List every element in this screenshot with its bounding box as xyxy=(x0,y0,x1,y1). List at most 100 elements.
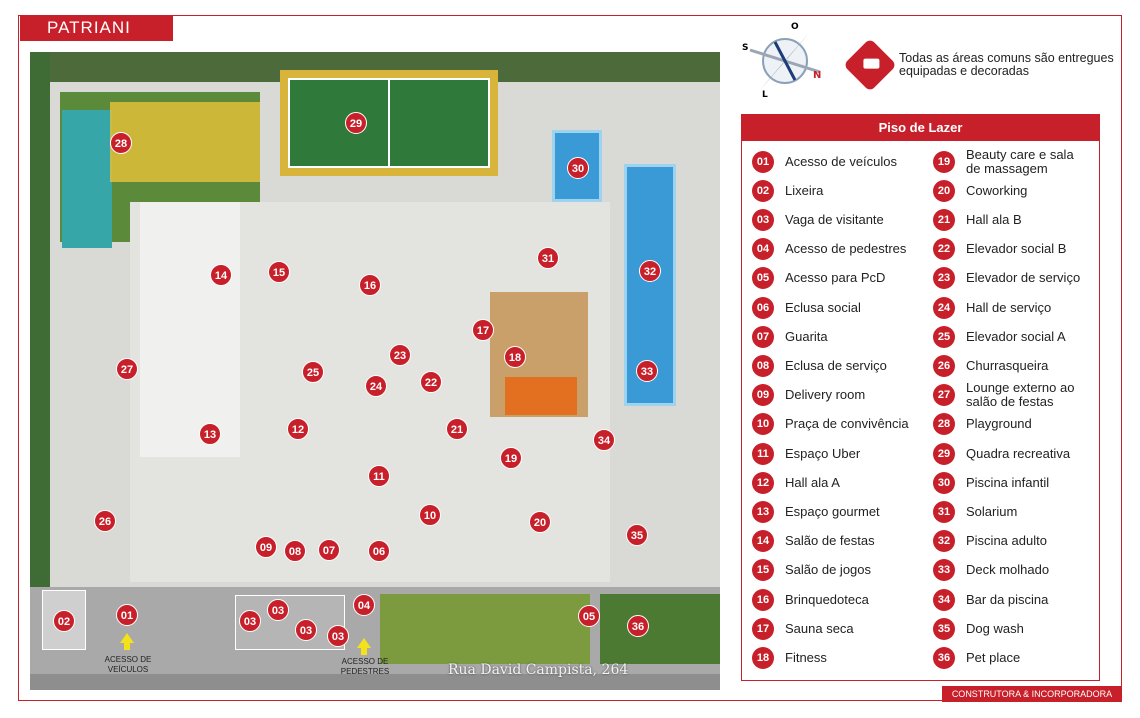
legend-number: 01 xyxy=(752,150,774,173)
legend-item: 13 Espaço gourmet xyxy=(752,497,932,526)
map-marker-11: 11 xyxy=(368,465,390,487)
legend-number: 30 xyxy=(933,471,955,494)
legend-number: 08 xyxy=(752,354,774,377)
legend-title: Piso de Lazer xyxy=(742,115,1099,141)
legend-label: Guarita xyxy=(785,328,828,344)
legend-label: Playground xyxy=(966,416,1032,432)
court-midline xyxy=(388,78,390,168)
road xyxy=(30,674,720,690)
legend-number: 35 xyxy=(933,617,955,640)
legend-label: Lixeira xyxy=(785,182,824,198)
map-marker-33: 33 xyxy=(636,360,658,382)
map-marker-23: 23 xyxy=(389,344,411,366)
legend-label: Hall ala A xyxy=(785,474,840,490)
legend-label: Beauty care e sala de massagem xyxy=(966,146,1074,176)
playground-floor xyxy=(62,110,112,248)
legend-label: Bar da piscina xyxy=(966,591,1049,607)
legend-item: 07 Guarita xyxy=(752,322,932,351)
map-marker-02: 02 xyxy=(53,610,75,632)
pedestrian-access-arrow-icon xyxy=(357,638,371,655)
legend-item: 02 Lixeira xyxy=(752,176,932,205)
legend-item: 18 Fitness xyxy=(752,643,932,672)
legend-label: Elevador social B xyxy=(966,241,1067,257)
legend-label: Acesso para PcD xyxy=(785,270,886,286)
brand-logo: PATRIANI xyxy=(20,15,173,41)
map-marker-34: 34 xyxy=(593,429,615,451)
legend-number: 17 xyxy=(752,617,774,640)
map-marker-13: 13 xyxy=(199,423,221,445)
legend-number: 18 xyxy=(752,646,774,669)
site-plan xyxy=(30,52,720,690)
legend-number: 13 xyxy=(752,500,774,523)
map-marker-09: 09 xyxy=(255,536,277,558)
map-marker-24: 24 xyxy=(365,375,387,397)
legend-number: 11 xyxy=(752,442,774,465)
map-marker-35: 35 xyxy=(626,524,648,546)
legend-label: Piscina infantil xyxy=(966,474,1050,490)
pet-place-area xyxy=(600,594,720,664)
legend-label: Deck molhado xyxy=(966,562,1050,578)
map-marker-05: 05 xyxy=(578,605,600,627)
map-marker-32: 32 xyxy=(639,260,661,282)
legend-label: Churrasqueira xyxy=(966,357,1049,373)
map-marker-30: 30 xyxy=(567,157,589,179)
front-garden xyxy=(380,594,590,664)
legend-item: 04 Acesso de pedestres xyxy=(752,235,932,264)
legend-number: 12 xyxy=(752,471,774,494)
legend-label: Vaga de visitante xyxy=(785,211,884,227)
legend-label: Espaço gourmet xyxy=(785,503,880,519)
legend-label: Salão de jogos xyxy=(785,562,872,578)
legend-label: Acesso de veículos xyxy=(785,153,898,169)
legend-label: Fitness xyxy=(785,649,827,665)
legend-label: Espaço Uber xyxy=(785,445,861,461)
legend-number: 15 xyxy=(752,559,774,582)
legend-label: Solarium xyxy=(966,503,1018,519)
legend-panel: Piso de Lazer 01 Acesso de veículos 02 Lixe… xyxy=(741,114,1100,681)
map-marker-16: 16 xyxy=(359,274,381,296)
legend-item: 21 Hall ala B xyxy=(933,205,1113,234)
legend-label: Quadra recreativa xyxy=(966,445,1071,461)
legend-label: Elevador de serviço xyxy=(966,270,1081,286)
legend-number: 04 xyxy=(752,238,774,261)
map-marker-19: 19 xyxy=(500,447,522,469)
legend-number: 02 xyxy=(752,179,774,202)
legend-label: Brinquedoteca xyxy=(785,591,869,607)
compass-rose-icon: O S N L xyxy=(742,22,835,102)
legend-label: Hall de serviço xyxy=(966,299,1052,315)
legend-number: 20 xyxy=(933,179,955,202)
legend-number: 36 xyxy=(933,646,955,669)
legend-label: Hall ala B xyxy=(966,211,1022,227)
legend-item: 11 Espaço Uber xyxy=(752,439,932,468)
map-marker-03: 03 xyxy=(327,625,349,647)
map-marker-01: 01 xyxy=(116,604,138,626)
legend-label: Acesso de pedestres xyxy=(785,241,907,257)
legend-number: 24 xyxy=(933,296,955,319)
legend-number: 31 xyxy=(933,500,955,523)
legend-number: 05 xyxy=(752,267,774,290)
legend-number: 07 xyxy=(752,325,774,348)
legend-number: 21 xyxy=(933,208,955,231)
legend-number: 22 xyxy=(933,238,955,261)
map-marker-03: 03 xyxy=(295,619,317,641)
brand-tagline: CONSTRUTORA & INCORPORADORA xyxy=(942,686,1122,702)
legend-label: Eclusa social xyxy=(785,299,861,315)
map-marker-07: 07 xyxy=(318,539,340,561)
party-hall xyxy=(140,202,240,457)
map-marker-15: 15 xyxy=(268,261,290,283)
legend-item: 05 Acesso para PcD xyxy=(752,264,932,293)
legend-number: 09 xyxy=(752,384,774,407)
legend-item: 22 Elevador social B xyxy=(933,235,1113,264)
legend-item: 30 Piscina infantil xyxy=(933,468,1113,497)
map-marker-03: 03 xyxy=(267,599,289,621)
map-marker-21: 21 xyxy=(446,418,468,440)
